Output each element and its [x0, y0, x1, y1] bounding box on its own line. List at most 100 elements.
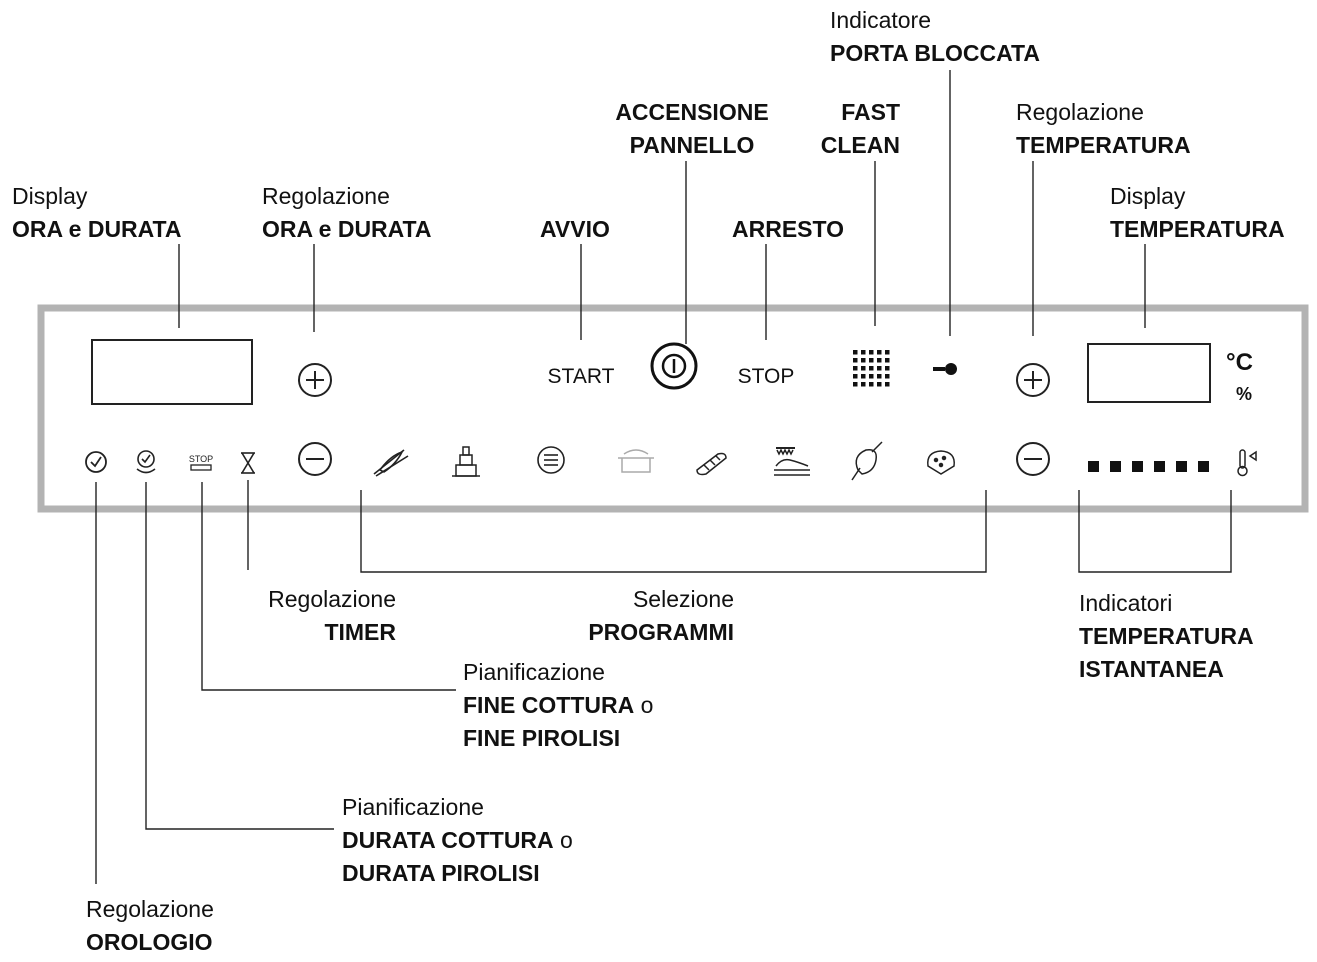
grill-icon — [373, 449, 409, 477]
callout-line: FINE COTTURA — [463, 692, 635, 718]
temperature-level-segment — [1132, 461, 1143, 472]
callout-line: DURATA PIROLISI — [342, 860, 540, 886]
callout-fine-cottura: Pianificazione FINE COTTURA o FINE PIROL… — [463, 656, 653, 755]
grid-dot — [861, 358, 866, 363]
key-icon — [933, 363, 957, 375]
grid-dot — [877, 350, 882, 355]
grid-dot — [869, 382, 874, 387]
callout-fast-clean: FAST CLEAN — [790, 96, 900, 162]
callout-line: ARRESTO — [732, 216, 845, 242]
grid-dot — [861, 382, 866, 387]
callout-timer: Regolazione TIMER — [230, 583, 396, 649]
callout-regolazione-ora-durata: Regolazione ORA e DURATA — [262, 180, 432, 246]
grid-dot — [885, 382, 890, 387]
grill-heat-icon — [774, 447, 810, 476]
callout-line: PORTA BLOCCATA — [830, 40, 1040, 66]
callout-arresto: ARRESTO — [732, 213, 844, 246]
callout-line: FAST — [841, 99, 900, 125]
hourglass-icon — [241, 452, 255, 474]
callout-line: Pianificazione — [342, 794, 484, 820]
grid-dot — [853, 366, 858, 371]
callout-durata-cottura: Pianificazione DURATA COTTURA o DURATA P… — [342, 791, 573, 890]
temperature-level-segment — [1088, 461, 1099, 472]
temperature-level-indicator — [1088, 461, 1209, 472]
svg-text:STOP: STOP — [189, 454, 213, 464]
callout-display-temperatura: Display TEMPERATURA — [1110, 180, 1285, 246]
callout-line: TEMPERATURA — [1016, 132, 1191, 158]
grid-dot — [869, 358, 874, 363]
grid-dot — [877, 374, 882, 379]
minus-circle-icon — [298, 442, 332, 476]
callout-line: ORA e DURATA — [262, 216, 432, 242]
callout-line: TEMPERATURA — [1110, 216, 1285, 242]
grid-dot — [853, 358, 858, 363]
callout-line: DURATA COTTURA — [342, 827, 554, 853]
duration-clock-icon — [136, 450, 156, 474]
grid-dot — [869, 366, 874, 371]
pizza-icon — [927, 450, 955, 475]
grid-dot — [853, 382, 858, 387]
minus-circle-icon — [1016, 442, 1050, 476]
pot-icon — [618, 449, 654, 473]
grid-dot — [861, 374, 866, 379]
callout-line: Regolazione — [86, 896, 214, 922]
callout-line: CLEAN — [820, 132, 900, 158]
temperature-level-segment — [1154, 461, 1165, 472]
callout-line: PANNELLO — [629, 132, 755, 158]
temperature-level-segment — [1176, 461, 1187, 472]
grid-dot — [885, 374, 890, 379]
callout-line: AVVIO — [540, 216, 610, 242]
callout-line: ACCENSIONE — [615, 99, 769, 125]
percent-unit: % — [1236, 384, 1252, 404]
callout-selezione-programmi: Selezione PROGRAMMI — [560, 583, 734, 649]
callout-line: Selezione — [632, 586, 734, 612]
stop-label: STOP — [738, 365, 795, 388]
grid-dot — [853, 350, 858, 355]
grid-dot — [861, 366, 866, 371]
callout-line: Pianificazione — [463, 659, 605, 685]
grid-dot — [885, 358, 890, 363]
callout-line: Indicatore — [830, 7, 932, 33]
power-icon — [650, 342, 698, 390]
plus-circle-icon — [298, 363, 332, 397]
callout-line: Regolazione — [268, 586, 396, 612]
panel-frame — [37, 304, 1309, 513]
callout-line: TEMPERATURA — [1079, 623, 1254, 649]
callout-line: PROGRAMMI — [588, 619, 734, 645]
roll-icon — [696, 452, 727, 476]
thermometer-icon — [1237, 449, 1257, 477]
callout-line: Display — [1110, 183, 1186, 209]
callout-line: OROLOGIO — [86, 929, 213, 955]
plus-circle-icon — [1016, 363, 1050, 397]
callout-line: ISTANTANEA — [1079, 656, 1224, 682]
callout-line: FINE PIROLISI — [463, 725, 621, 751]
callout-conjunction: o — [560, 827, 573, 853]
start-label: START — [548, 365, 615, 388]
grid-dot — [877, 382, 882, 387]
callout-display-ora-durata: Display ORA e DURATA — [12, 180, 182, 246]
callout-regolazione-orologio: Regolazione OROLOGIO — [86, 893, 214, 959]
clock-icon — [85, 451, 107, 473]
time-display — [91, 339, 253, 405]
callout-indicatori-temperatura: Indicatori TEMPERATURA ISTANTANEA — [1079, 587, 1254, 686]
grid-dot — [885, 366, 890, 371]
callout-regolazione-temperatura: Regolazione TEMPERATURA — [1016, 96, 1191, 162]
callout-accensione-pannello: ACCENSIONE PANNELLO — [604, 96, 780, 162]
grid-dot — [877, 358, 882, 363]
grid-dot — [869, 350, 874, 355]
callout-line: Regolazione — [1016, 99, 1144, 125]
grid-dot — [885, 350, 890, 355]
fan-icon — [537, 446, 565, 474]
leader-lines — [95, 70, 1232, 884]
stop-end-icon: STOP — [189, 454, 213, 471]
dot-grid-icon — [853, 350, 890, 387]
grid-dot — [869, 374, 874, 379]
callout-porta-bloccata: Indicatore PORTA BLOCCATA — [830, 4, 1040, 70]
grid-dot — [877, 366, 882, 371]
grid-dot — [861, 350, 866, 355]
callout-line: ORA e DURATA — [12, 216, 182, 242]
grid-dot — [853, 374, 858, 379]
celsius-unit: °C — [1226, 349, 1253, 376]
